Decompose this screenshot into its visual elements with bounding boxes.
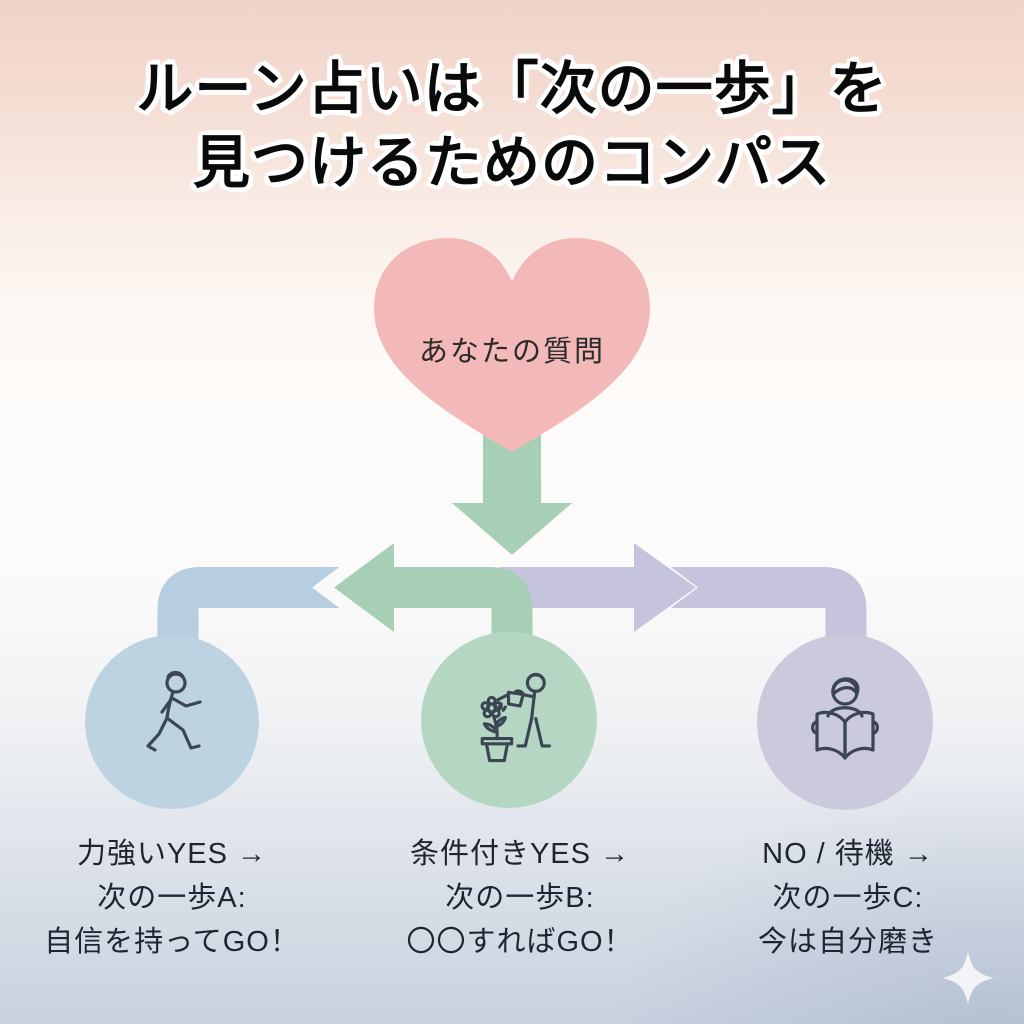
sparkle-icon <box>942 952 994 1004</box>
walking-person-icon <box>146 670 202 752</box>
heart-label: あなたの質問 <box>418 336 605 368</box>
page-title-line1: ルーン占いは「次の一歩」を <box>136 57 888 121</box>
branch-a-line3: 自信を持ってGO！ <box>44 926 300 958</box>
page-title: ルーン占いは「次の一歩」を 見つけるためのコンパス <box>0 52 1024 200</box>
branch-b-circle <box>421 632 597 808</box>
left-arrow <box>334 543 394 632</box>
branch-b-caption: 条件付きYES → 次の一歩B: 〇〇すればGO！ <box>358 832 682 964</box>
page-title-line2: 見つけるためのコンパス <box>193 131 831 195</box>
branch-b-pipe <box>392 567 533 700</box>
reading-person-icon <box>811 677 879 760</box>
branch-c-line1: NO / 待機 → <box>762 838 934 870</box>
branch-c-line2: 次の一歩C: <box>772 882 924 914</box>
heart-shape <box>374 238 650 452</box>
branch-a-pipe <box>157 562 346 700</box>
branch-a-caption: 力強いYES → 次の一歩A: 自信を持ってGO！ <box>10 832 334 964</box>
branch-a-gap-notch <box>312 562 346 613</box>
branch-b-line1: 条件付きYES → <box>409 838 631 870</box>
branch-b-line2: 次の一歩B: <box>445 882 595 914</box>
branch-b-line3: 〇〇すればGO！ <box>406 926 634 958</box>
branch-a-line1: 力強いYES → <box>76 838 268 870</box>
branch-c-line3: 今は自分磨き <box>757 926 938 958</box>
watering-plant-icon <box>480 672 552 763</box>
branch-c-caption: NO / 待機 → 次の一歩C: 今は自分磨き <box>686 832 1010 964</box>
branch-a-line2: 次の一歩A: <box>97 882 247 914</box>
